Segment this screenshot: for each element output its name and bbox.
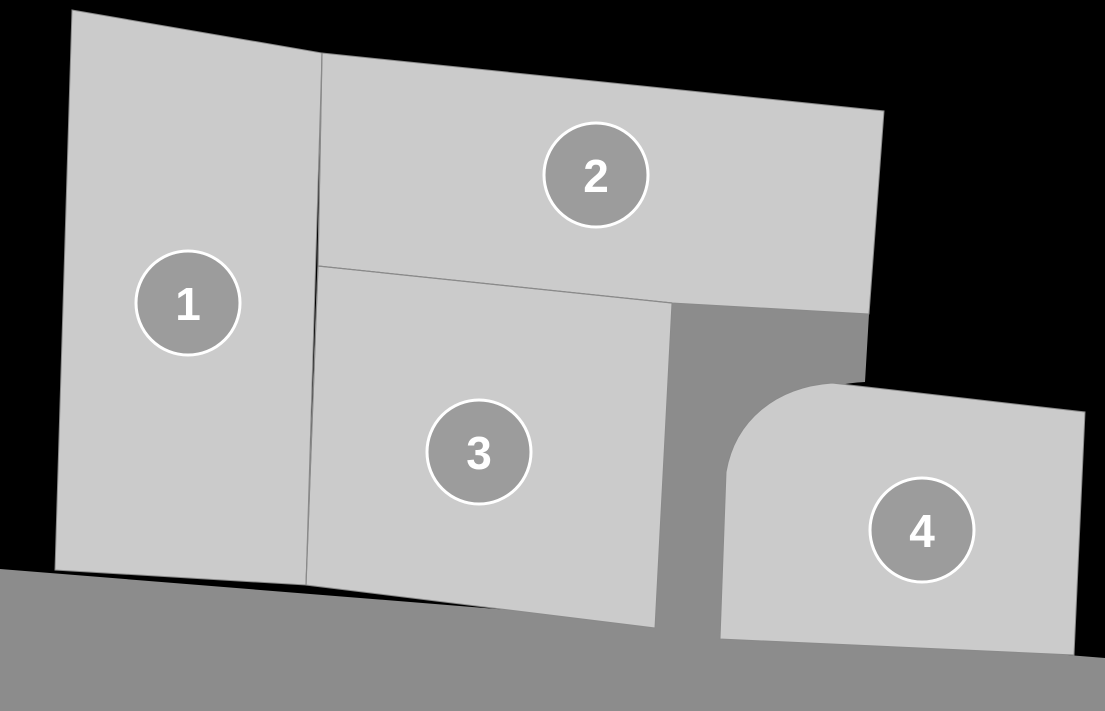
divider-group xyxy=(305,52,673,586)
divider-line-1-2 xyxy=(317,52,323,267)
badge-label-4: 4 xyxy=(909,505,935,557)
divider-line-1-3 xyxy=(305,265,319,586)
region-badge-4[interactable]: 4 xyxy=(868,476,976,584)
badge-label-2: 2 xyxy=(583,150,609,202)
wall-base-strip xyxy=(0,569,1105,711)
badge-circle-1 xyxy=(134,249,242,357)
region-badge-3[interactable]: 3 xyxy=(425,398,533,506)
badge-circle-3 xyxy=(425,398,533,506)
divider-line-2-3 xyxy=(317,265,673,304)
region-badge-2[interactable]: 2 xyxy=(542,121,650,229)
badge-group: 1 2 3 4 xyxy=(134,121,976,584)
badge-circle-4 xyxy=(868,476,976,584)
region-badge-1[interactable]: 1 xyxy=(134,249,242,357)
badge-label-3: 3 xyxy=(466,427,492,479)
badge-label-1: 1 xyxy=(175,278,201,330)
badge-circle-2 xyxy=(542,121,650,229)
